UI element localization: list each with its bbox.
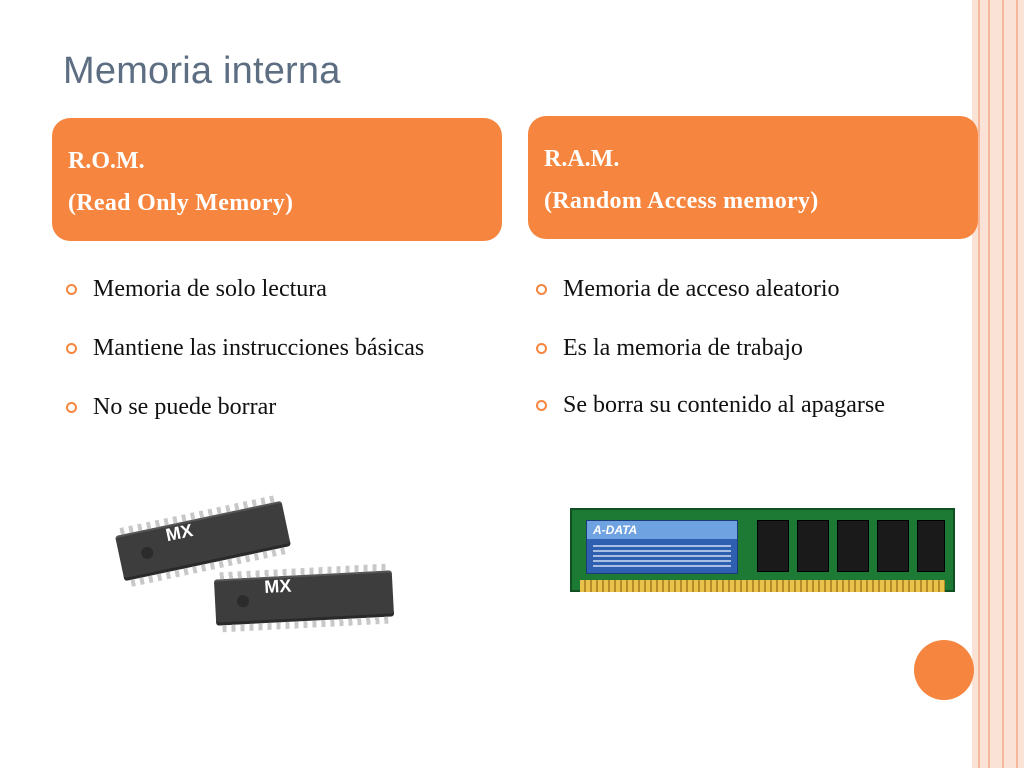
chip-brand-label: MX [163, 520, 195, 546]
rom-heading-acronym: R.O.M. [68, 148, 145, 174]
ram-contacts [580, 580, 945, 592]
ram-bullet-text: Es la memoria de trabajo [563, 335, 803, 361]
list-item: Se borra su contenido al apagarse [533, 389, 893, 422]
ram-bullet-text: Se borra su contenido al apagarse [563, 392, 885, 418]
list-item: No se puede borrar [63, 391, 463, 424]
bullet-icon [66, 284, 77, 295]
ram-brand-label: A-DATA [593, 523, 638, 537]
ram-heading-full: (Random Access memory) [544, 188, 819, 214]
ram-sticker: A-DATA [586, 520, 738, 574]
list-item: Memoria de solo lectura [63, 273, 463, 306]
rom-bullet-list: Memoria de solo lectura Mantiene las ins… [63, 273, 463, 424]
rom-header-box: R.O.M. (Read Only Memory) [52, 118, 502, 241]
ram-chip [877, 520, 909, 572]
ram-heading-acronym: R.A.M. [544, 146, 620, 172]
ram-chip [917, 520, 945, 572]
decorative-stripes [972, 0, 1024, 768]
rom-bullet-text: Memoria de solo lectura [93, 276, 327, 302]
ram-chip [797, 520, 829, 572]
bullet-icon [66, 402, 77, 413]
bullet-icon [536, 284, 547, 295]
bullet-icon [66, 343, 77, 354]
decorative-circle [914, 640, 974, 700]
rom-chip: MX [213, 563, 395, 633]
list-item: Mantiene las instrucciones básicas [63, 332, 463, 365]
rom-bullet-text: No se puede borrar [93, 394, 277, 420]
rom-bullet-text: Mantiene las instrucciones básicas [93, 335, 425, 361]
list-item: Memoria de acceso aleatorio [533, 273, 893, 306]
bullet-icon [536, 343, 547, 354]
ram-module-image: A-DATA [570, 508, 955, 592]
list-item: Es la memoria de trabajo [533, 332, 893, 365]
ram-bullet-list: Memoria de acceso aleatorio Es la memori… [533, 273, 893, 422]
chip-brand-label: MX [263, 575, 292, 598]
rom-heading-full: (Read Only Memory) [68, 190, 294, 216]
slide-title: Memoria interna [63, 50, 341, 92]
ram-header-box: R.A.M. (Random Access memory) [528, 116, 978, 239]
bullet-icon [536, 400, 547, 411]
ram-chip [837, 520, 869, 572]
ram-bullet-text: Memoria de acceso aleatorio [563, 276, 840, 302]
ram-chip [757, 520, 789, 572]
